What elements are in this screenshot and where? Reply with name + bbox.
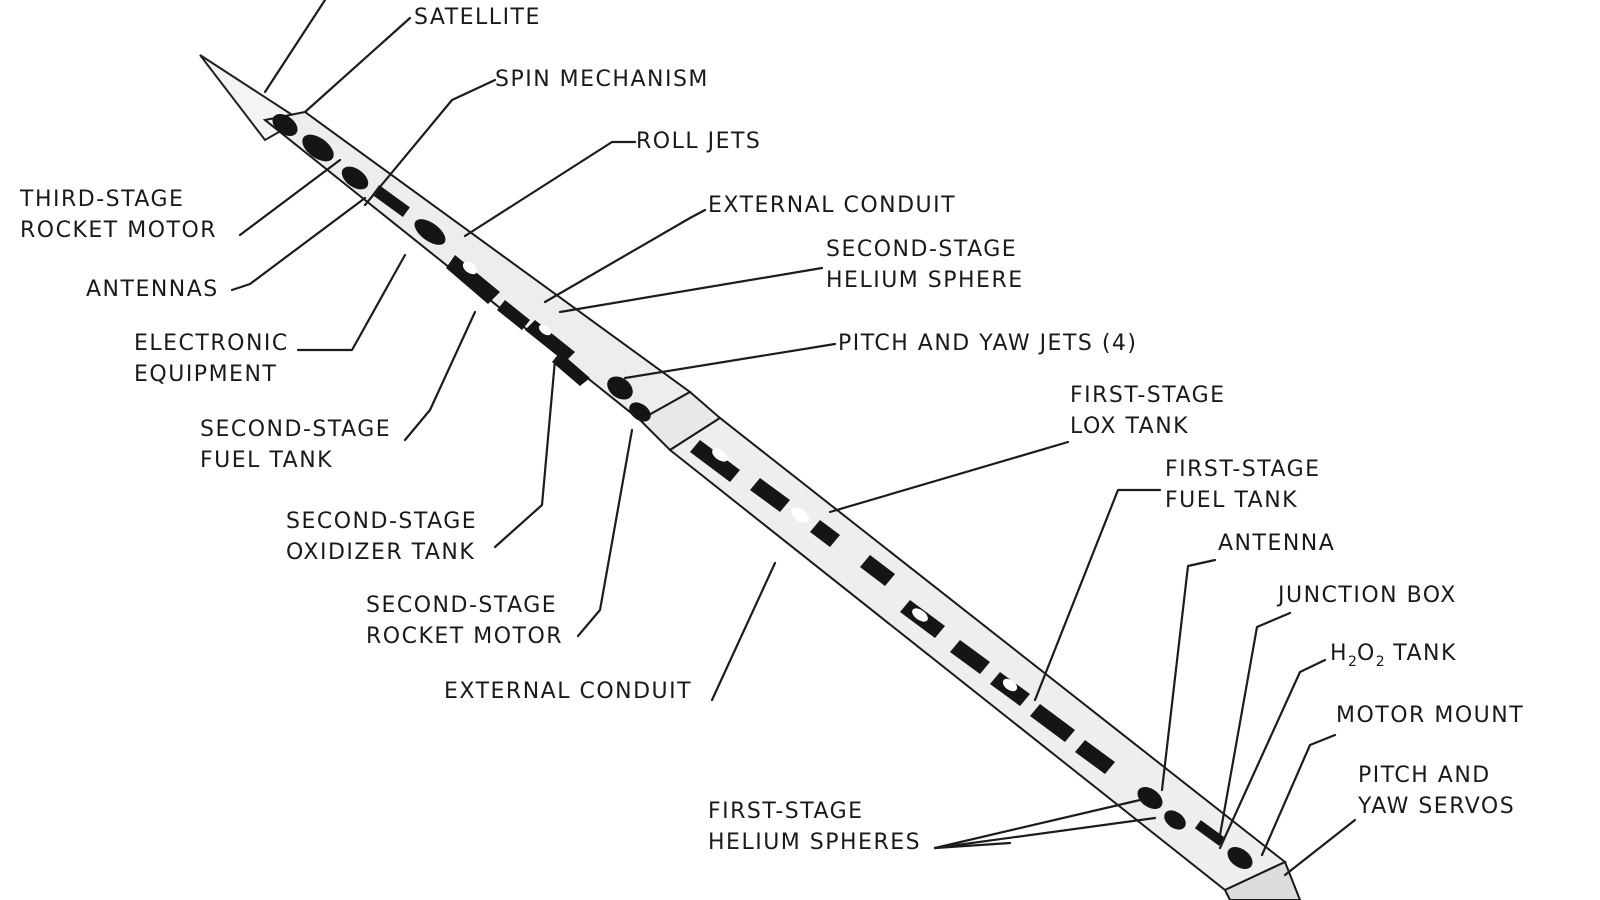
leader-nose (263, 0, 327, 94)
leader-second-stage-fuel-tank (403, 310, 477, 442)
label-third-stage-rocket-motor: THIRD-STAGE ROCKET MOTOR (20, 187, 218, 243)
interior-details (272, 114, 1253, 869)
label-second-stage-rocket-motor: SECOND-STAGE ROCKET MOTOR (366, 593, 564, 649)
label-second-stage-fuel-tank: SECOND-STAGE FUEL TANK (200, 417, 392, 473)
leader-helium-spheres-c (933, 841, 1012, 850)
leader-oxidizer-tank (493, 358, 557, 549)
leader-motor-mount (1260, 733, 1337, 857)
leader-second-stage-rocket-motor (576, 428, 634, 638)
leader-junction-box (1218, 611, 1292, 837)
leader-electronic-equipment (296, 253, 407, 352)
engine-section (1223, 860, 1302, 900)
label-first-stage-helium-spheres: FIRST-STAGE HELIUM SPHERES (708, 799, 922, 855)
leader-lines (230, 0, 1357, 877)
leader-external-conduit-lower (710, 561, 777, 702)
label-motor-mount: MOTOR MOUNT (1336, 703, 1525, 728)
label-external-conduit-upper: EXTERNAL CONDUIT (708, 193, 957, 218)
label-roll-jets: ROLL JETS (636, 129, 762, 154)
label-antennas: ANTENNAS (86, 277, 219, 302)
leader-pitch-yaw-servos (1283, 818, 1357, 877)
label-pitch-and-yaw-jets: PITCH AND YAW JETS (4) (838, 331, 1138, 356)
label-spin-mechanism: SPIN MECHANISM (495, 67, 709, 92)
leader-lox-tank (828, 440, 1070, 514)
leader-h2o2-tank (1218, 658, 1327, 850)
leader-helium-spheres-a (933, 798, 1142, 850)
label-h2o2-tank: H2O2 TANK (1330, 641, 1457, 670)
leader-roll-jets (463, 140, 637, 238)
leader-first-stage-fuel-tank (1033, 488, 1162, 702)
leader-second-stage-helium-sphere (558, 266, 824, 314)
interior-highlights (462, 261, 1018, 692)
label-junction-box: JUNCTION BOX (1278, 583, 1457, 608)
leader-antennas (230, 196, 367, 292)
leader-satellite (303, 16, 412, 114)
leader-third-stage-motor (238, 158, 342, 237)
label-external-conduit-lower: EXTERNAL CONDUIT (444, 679, 693, 704)
label-pitch-and-yaw-servos: PITCH AND YAW SERVOS (1358, 763, 1516, 819)
label-first-stage-lox-tank: FIRST-STAGE LOX TANK (1070, 383, 1226, 439)
label-second-stage-helium-sphere: SECOND-STAGE HELIUM SPHERE (826, 237, 1024, 293)
label-satellite: SATELLITE (414, 5, 541, 30)
leader-spin-mechanism (363, 78, 497, 207)
label-first-stage-fuel-tank: FIRST-STAGE FUEL TANK (1165, 457, 1321, 513)
label-antenna: ANTENNA (1218, 531, 1336, 556)
leader-external-conduit-upper (543, 208, 707, 304)
leader-antenna (1160, 558, 1217, 792)
label-second-stage-oxidizer-tank: SECOND-STAGE OXIDIZER TANK (286, 509, 478, 565)
label-electronic-equipment: ELECTRONIC EQUIPMENT (134, 331, 289, 387)
leader-helium-spheres-b (933, 816, 1157, 850)
leader-pitch-yaw-jets (623, 342, 837, 380)
